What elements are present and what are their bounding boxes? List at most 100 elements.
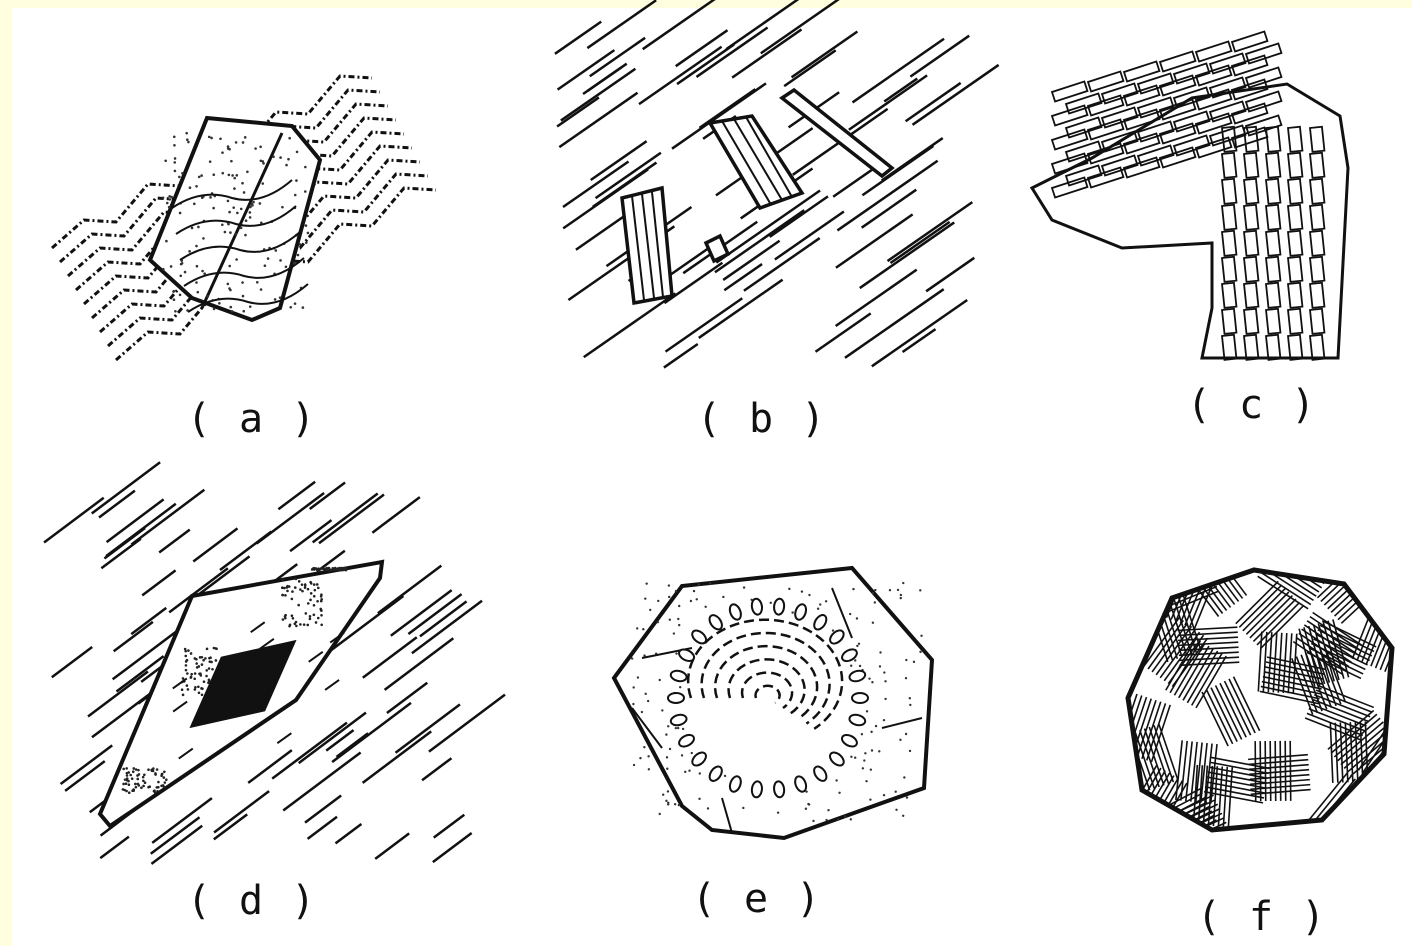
stipple-dot	[195, 281, 198, 284]
stipple-dot	[221, 223, 224, 226]
stipple-dot	[262, 162, 265, 165]
stipple-dot	[668, 584, 670, 586]
stipple-dot	[301, 583, 304, 586]
fibre	[1367, 560, 1409, 603]
stipple-dot	[162, 268, 165, 271]
stipple-dot	[682, 728, 684, 730]
spiral-core	[682, 612, 854, 784]
stipple-dot	[825, 600, 827, 602]
matrix-line	[193, 528, 237, 561]
schistosity-line	[558, 50, 615, 89]
fibre	[1383, 737, 1412, 787]
stipple-dot	[668, 596, 670, 598]
schistosity-line	[563, 161, 629, 207]
stipple-dot	[197, 685, 200, 688]
stipple-dot	[162, 784, 165, 787]
schistosity-line	[882, 138, 943, 180]
stipple-dot	[155, 786, 158, 789]
stipple-dot	[194, 688, 197, 691]
stipple-dot	[884, 680, 886, 682]
matrix-line	[319, 495, 384, 544]
stipple-dot	[895, 809, 897, 811]
stipple-dot	[856, 645, 858, 647]
stipple-dot	[742, 807, 744, 809]
stipple-dot	[162, 196, 165, 199]
stipple-dot	[230, 160, 233, 163]
schistosity-line	[639, 47, 722, 104]
stipple-dot	[865, 780, 867, 782]
stipple-dot	[195, 245, 198, 248]
stipple-dot	[320, 609, 323, 612]
stipple-dot	[667, 790, 669, 792]
stipple-dot	[905, 733, 907, 735]
stipple-dot	[838, 792, 840, 794]
stipple-dot	[203, 680, 206, 683]
stipple-dot	[338, 567, 341, 570]
fibre	[1275, 741, 1276, 801]
fibre	[1150, 559, 1206, 582]
stipple-dot	[142, 776, 145, 779]
stipple-dot	[317, 617, 320, 620]
stipple-dot	[127, 771, 130, 774]
stipple-dot	[313, 583, 316, 586]
matrix-line	[363, 731, 432, 782]
schistosity-line	[913, 65, 999, 125]
stipple-dot	[305, 224, 308, 227]
stipple-dot	[639, 757, 641, 759]
stipple-dot	[679, 686, 681, 688]
stipple-dot	[871, 681, 873, 683]
stipple-dot	[125, 767, 128, 770]
schistosity-line	[666, 298, 743, 351]
stipple-dot	[632, 686, 634, 688]
stipple-dot	[191, 227, 194, 230]
panel-d-drawing	[12, 478, 472, 878]
stipple-dot	[240, 208, 243, 211]
stipple-dot	[698, 584, 700, 586]
stipple-dot	[232, 206, 235, 209]
stipple-dot	[272, 155, 275, 158]
stipple-dot	[313, 595, 316, 598]
stipple-dot	[286, 585, 289, 588]
stipple-dot	[645, 582, 647, 584]
stipple-dot	[305, 241, 308, 244]
matrix-line	[104, 528, 145, 558]
stipple-dot	[259, 145, 262, 148]
stipple-dot	[264, 264, 267, 267]
stipple-dot	[173, 161, 176, 164]
stipple-dot	[165, 240, 168, 243]
stipple-dot	[212, 173, 215, 176]
stipple-dot	[320, 567, 323, 570]
stipple-dot	[128, 783, 131, 786]
stipple-dot	[218, 302, 221, 305]
stipple-dot	[140, 786, 143, 789]
stipple-dot	[178, 176, 181, 179]
stipple-dot	[284, 594, 287, 597]
stipple-dot	[274, 298, 277, 301]
matrix-line	[61, 745, 113, 784]
stipple-dot	[173, 144, 176, 147]
stipple-dot	[135, 786, 138, 789]
stipple-dot	[883, 794, 885, 796]
stipple-dot	[859, 665, 861, 667]
stipple-dot	[342, 568, 345, 571]
stipple-dot	[260, 159, 263, 162]
stipple-dot	[864, 752, 866, 754]
stipple-dot	[157, 781, 160, 784]
stipple-dot	[240, 227, 243, 230]
stipple-dot	[235, 174, 238, 177]
stipple-dot	[320, 593, 323, 596]
stipple-dot	[295, 578, 298, 581]
schistosity-line	[784, 50, 836, 86]
stipple-dot	[316, 583, 319, 586]
stipple-dot	[878, 750, 880, 752]
stipple-dot	[224, 231, 227, 234]
matrix-line	[88, 672, 148, 717]
stipple-dot	[675, 652, 677, 654]
fibre	[1290, 741, 1291, 801]
stipple-dot	[251, 203, 254, 206]
stipple-dot	[307, 232, 310, 235]
porphyroblast-crystal	[150, 118, 320, 320]
matrix-line	[131, 490, 204, 545]
stipple-dot	[185, 132, 188, 135]
matrix-line	[308, 817, 337, 839]
